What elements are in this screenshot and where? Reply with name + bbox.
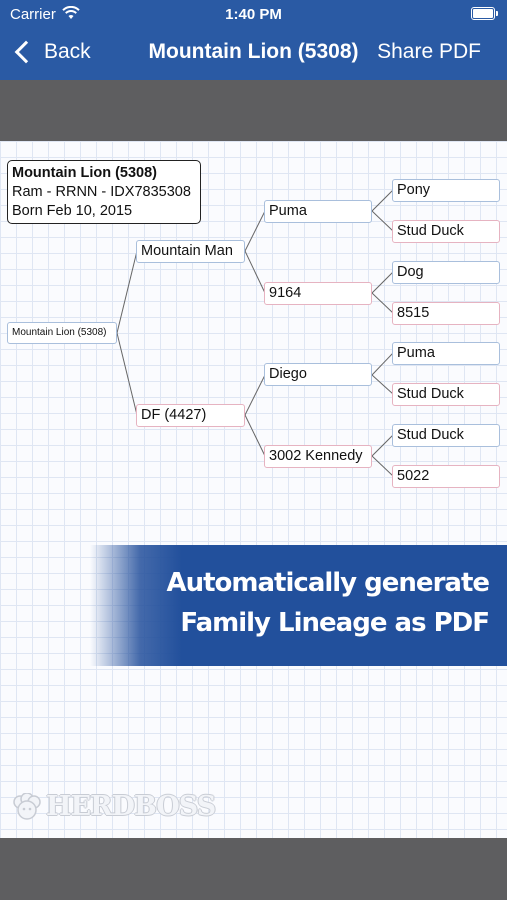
tree-node-ggp-1: Pony <box>392 179 500 202</box>
clock: 1:40 PM <box>225 6 282 23</box>
tree-node-dam-sire: Diego <box>264 363 372 386</box>
tree-node-ggp-8: 5022 <box>392 465 500 488</box>
tree-connector-lines <box>116 189 394 477</box>
back-button[interactable]: Back <box>14 40 91 64</box>
top-spacer <box>0 80 507 141</box>
top-bar: Carrier 1:40 PM Back Mountain Lion (5308… <box>0 0 507 80</box>
promo-banner: Automatically generate Family Lineage as… <box>90 545 507 666</box>
tree-node-ggp-2: Stud Duck <box>392 220 500 243</box>
tree-node-dam: DF (4427) <box>136 404 245 427</box>
animal-details: Ram - RRNN - IDX7835308 <box>12 184 191 200</box>
tree-node-ggp-7: Stud Duck <box>392 424 500 447</box>
navigation-bar: Back Mountain Lion (5308) Share PDF <box>0 36 507 72</box>
tree-node-sire: Mountain Man <box>136 240 245 263</box>
animal-birthdate: Born Feb 10, 2015 <box>12 203 133 219</box>
tree-node-ggp-4: 8515 <box>392 302 500 325</box>
promo-line-1: Automatically generate <box>166 568 490 598</box>
tree-node-ggp-5: Puma <box>392 342 500 365</box>
animal-info-box: Mountain Lion (5308) Ram - RRNN - IDX783… <box>7 160 201 224</box>
share-pdf-button[interactable]: Share PDF <box>377 40 481 63</box>
status-bar: Carrier 1:40 PM <box>0 4 507 24</box>
sheep-icon <box>13 792 41 820</box>
wifi-icon <box>62 5 80 24</box>
carrier-label: Carrier <box>10 6 56 23</box>
tree-node-sire-sire: Puma <box>264 200 372 223</box>
logo-text: HERDBOSS <box>46 791 216 822</box>
tree-node-sire-dam: 9164 <box>264 282 372 305</box>
promo-line-2: Family Lineage as PDF <box>180 608 490 638</box>
bottom-spacer <box>0 838 507 900</box>
tree-node-ggp-3: Dog <box>392 261 500 284</box>
animal-name: Mountain Lion (5308) <box>12 165 157 181</box>
tree-node-dam-dam: 3002 Kennedy <box>264 445 372 468</box>
back-label: Back <box>44 40 91 63</box>
pdf-preview-page[interactable]: Mountain Lion (5308) Ram - RRNN - IDX783… <box>0 141 507 838</box>
battery-icon <box>471 7 498 20</box>
tree-node-ggp-6: Stud Duck <box>392 383 500 406</box>
page-title: Mountain Lion (5308) <box>148 40 359 63</box>
tree-node-root: Mountain Lion (5308) <box>7 322 117 344</box>
herdboss-logo: HERDBOSS <box>12 791 216 822</box>
